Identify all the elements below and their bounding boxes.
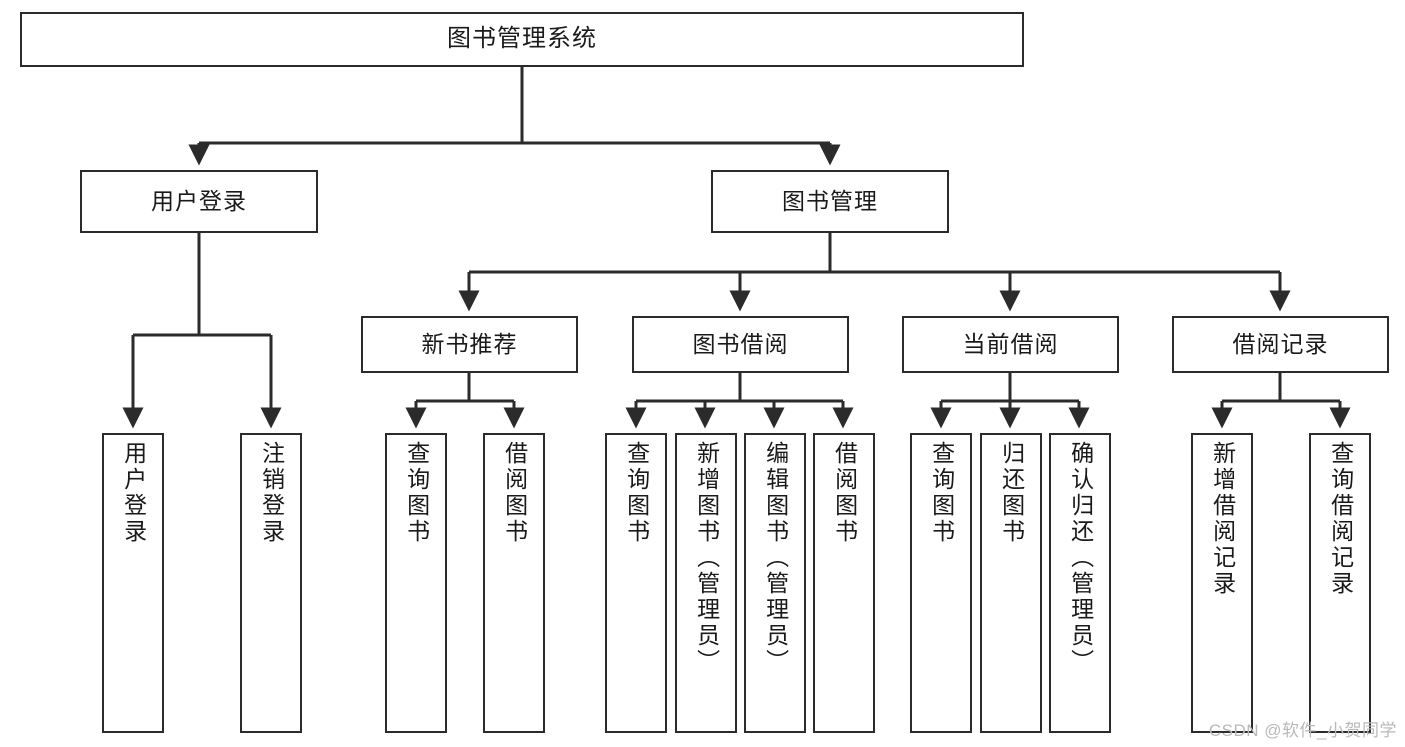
node-leaf-query-book-3[interactable]: 查询图书 bbox=[910, 433, 972, 733]
node-leaf-user-login[interactable]: 用户登录 bbox=[102, 433, 164, 733]
node-leaf-confirm-return[interactable]: 确认归还（管理员） bbox=[1049, 433, 1111, 733]
node-leaf-return-book-label: 归还图书 bbox=[998, 441, 1025, 545]
node-leaf-borrow-book-1[interactable]: 借阅图书 bbox=[483, 433, 545, 733]
node-leaf-borrow-book-2-label: 借阅图书 bbox=[831, 441, 858, 545]
node-leaf-query-book-1[interactable]: 查询图书 bbox=[385, 433, 447, 733]
node-book-manage[interactable]: 图书管理 bbox=[711, 170, 949, 233]
node-leaf-add-book-label: 新增图书（管理员） bbox=[693, 441, 720, 675]
node-current-borrow[interactable]: 当前借阅 bbox=[902, 316, 1119, 373]
node-leaf-user-login-label: 用户登录 bbox=[120, 441, 147, 545]
node-leaf-borrow-book-1-label: 借阅图书 bbox=[501, 441, 528, 545]
node-user-login[interactable]: 用户登录 bbox=[80, 170, 318, 233]
node-leaf-query-book-1-label: 查询图书 bbox=[403, 441, 430, 545]
node-leaf-query-book-3-label: 查询图书 bbox=[928, 441, 955, 545]
node-leaf-query-record[interactable]: 查询借阅记录 bbox=[1309, 433, 1371, 733]
node-leaf-query-record-label: 查询借阅记录 bbox=[1327, 441, 1354, 597]
node-borrow-record[interactable]: 借阅记录 bbox=[1172, 316, 1389, 373]
node-leaf-query-book-2-label: 查询图书 bbox=[623, 441, 650, 545]
node-leaf-user-logout[interactable]: 注销登录 bbox=[240, 433, 302, 733]
node-leaf-add-book[interactable]: 新增图书（管理员） bbox=[675, 433, 737, 733]
node-leaf-confirm-return-label: 确认归还（管理员） bbox=[1067, 441, 1094, 675]
node-root[interactable]: 图书管理系统 bbox=[20, 12, 1024, 67]
node-book-borrow[interactable]: 图书借阅 bbox=[632, 316, 849, 373]
node-leaf-query-book-2[interactable]: 查询图书 bbox=[605, 433, 667, 733]
csdn-watermark: CSDN @软件_小贺同学 bbox=[1208, 721, 1397, 740]
node-leaf-add-record-label: 新增借阅记录 bbox=[1209, 441, 1236, 597]
node-leaf-edit-book[interactable]: 编辑图书（管理员） bbox=[744, 433, 806, 733]
node-new-book-recommend[interactable]: 新书推荐 bbox=[361, 316, 578, 373]
node-leaf-edit-book-label: 编辑图书（管理员） bbox=[762, 441, 789, 675]
node-leaf-return-book[interactable]: 归还图书 bbox=[980, 433, 1042, 733]
node-leaf-user-logout-label: 注销登录 bbox=[258, 441, 285, 545]
node-leaf-add-record[interactable]: 新增借阅记录 bbox=[1191, 433, 1253, 733]
node-leaf-borrow-book-2[interactable]: 借阅图书 bbox=[813, 433, 875, 733]
